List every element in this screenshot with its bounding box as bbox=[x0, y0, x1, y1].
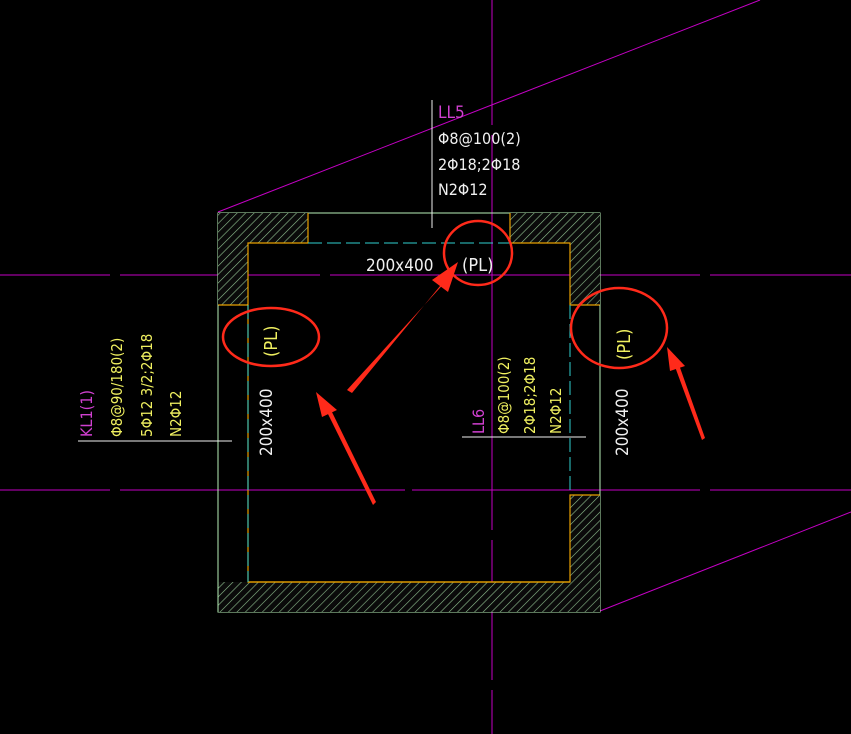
ll5-name: LL5 bbox=[438, 103, 465, 123]
kl1-stirrup: Φ8@90/180(2) bbox=[108, 338, 126, 437]
kl1-beam-annotation[interactable]: KL1(1) Φ8@90/180(2) 5Φ12 3/2;2Φ18 N2Φ12 bbox=[77, 334, 232, 442]
wall-top-left bbox=[218, 213, 308, 243]
ll6-main-bars: 2Φ18;2Φ18 bbox=[521, 357, 539, 434]
right-beam-annotation[interactable]: 200x400 (PL) bbox=[613, 329, 635, 456]
arrow-to-right-tag-head bbox=[667, 347, 685, 371]
ll5-beam-annotation[interactable]: LL5 Φ8@100(2) 2Φ18;2Φ18 N2Φ12 200x400 (P… bbox=[366, 100, 521, 276]
ll5-stirrup: Φ8@100(2) bbox=[438, 129, 521, 148]
ll5-size: 200x400 bbox=[366, 256, 433, 276]
highlight-circle-right bbox=[569, 286, 669, 370]
arrow-to-right-tag bbox=[674, 362, 705, 440]
kl1-side-bars: N2Φ12 bbox=[167, 391, 185, 437]
ll6-side-bars: N2Φ12 bbox=[547, 388, 565, 434]
arrow-to-left-tag-head bbox=[316, 392, 337, 417]
kl1-main-bars: 5Φ12 3/2;2Φ18 bbox=[138, 334, 156, 437]
left-beam-annotation[interactable]: 200x400 (PL) bbox=[257, 326, 282, 456]
slab-edge-diagonal-lower bbox=[599, 511, 851, 612]
ll5-pl-tag: (PL) bbox=[462, 255, 493, 276]
wall-top-right bbox=[510, 213, 600, 243]
ll6-stirrup: Φ8@100(2) bbox=[495, 356, 513, 434]
left-beam-pl-tag: (PL) bbox=[261, 326, 282, 357]
arrow-to-top-tag-head bbox=[432, 262, 458, 292]
left-beam-size: 200x400 bbox=[257, 389, 277, 456]
arrow-to-left-tag bbox=[326, 408, 376, 505]
ll5-main-bars: 2Φ18;2Φ18 bbox=[438, 155, 520, 174]
shear-wall-core[interactable] bbox=[217, 212, 601, 613]
wall-right-upper bbox=[570, 243, 600, 305]
wall-bottom bbox=[218, 582, 600, 612]
ll6-name: LL6 bbox=[469, 409, 488, 434]
wall-outer-edges bbox=[217, 305, 601, 612]
highlight-circle-left bbox=[221, 306, 321, 368]
ll5-side-bars: N2Φ12 bbox=[438, 180, 488, 199]
slab-edge-diagonal-upper bbox=[217, 0, 761, 213]
kl1-name: KL1(1) bbox=[77, 390, 96, 437]
beam-centerlines bbox=[247, 242, 571, 582]
wall-left-upper bbox=[218, 243, 248, 305]
right-beam-pl-tag: (PL) bbox=[614, 329, 635, 360]
ll6-beam-annotation[interactable]: LL6 Φ8@100(2) 2Φ18;2Φ18 N2Φ12 bbox=[462, 356, 586, 438]
arrow-to-top-tag bbox=[347, 278, 449, 393]
highlight-circle-top bbox=[442, 219, 514, 287]
wall-right-lower bbox=[570, 495, 600, 585]
right-beam-size: 200x400 bbox=[613, 389, 633, 456]
red-highlight-markup bbox=[221, 219, 705, 505]
